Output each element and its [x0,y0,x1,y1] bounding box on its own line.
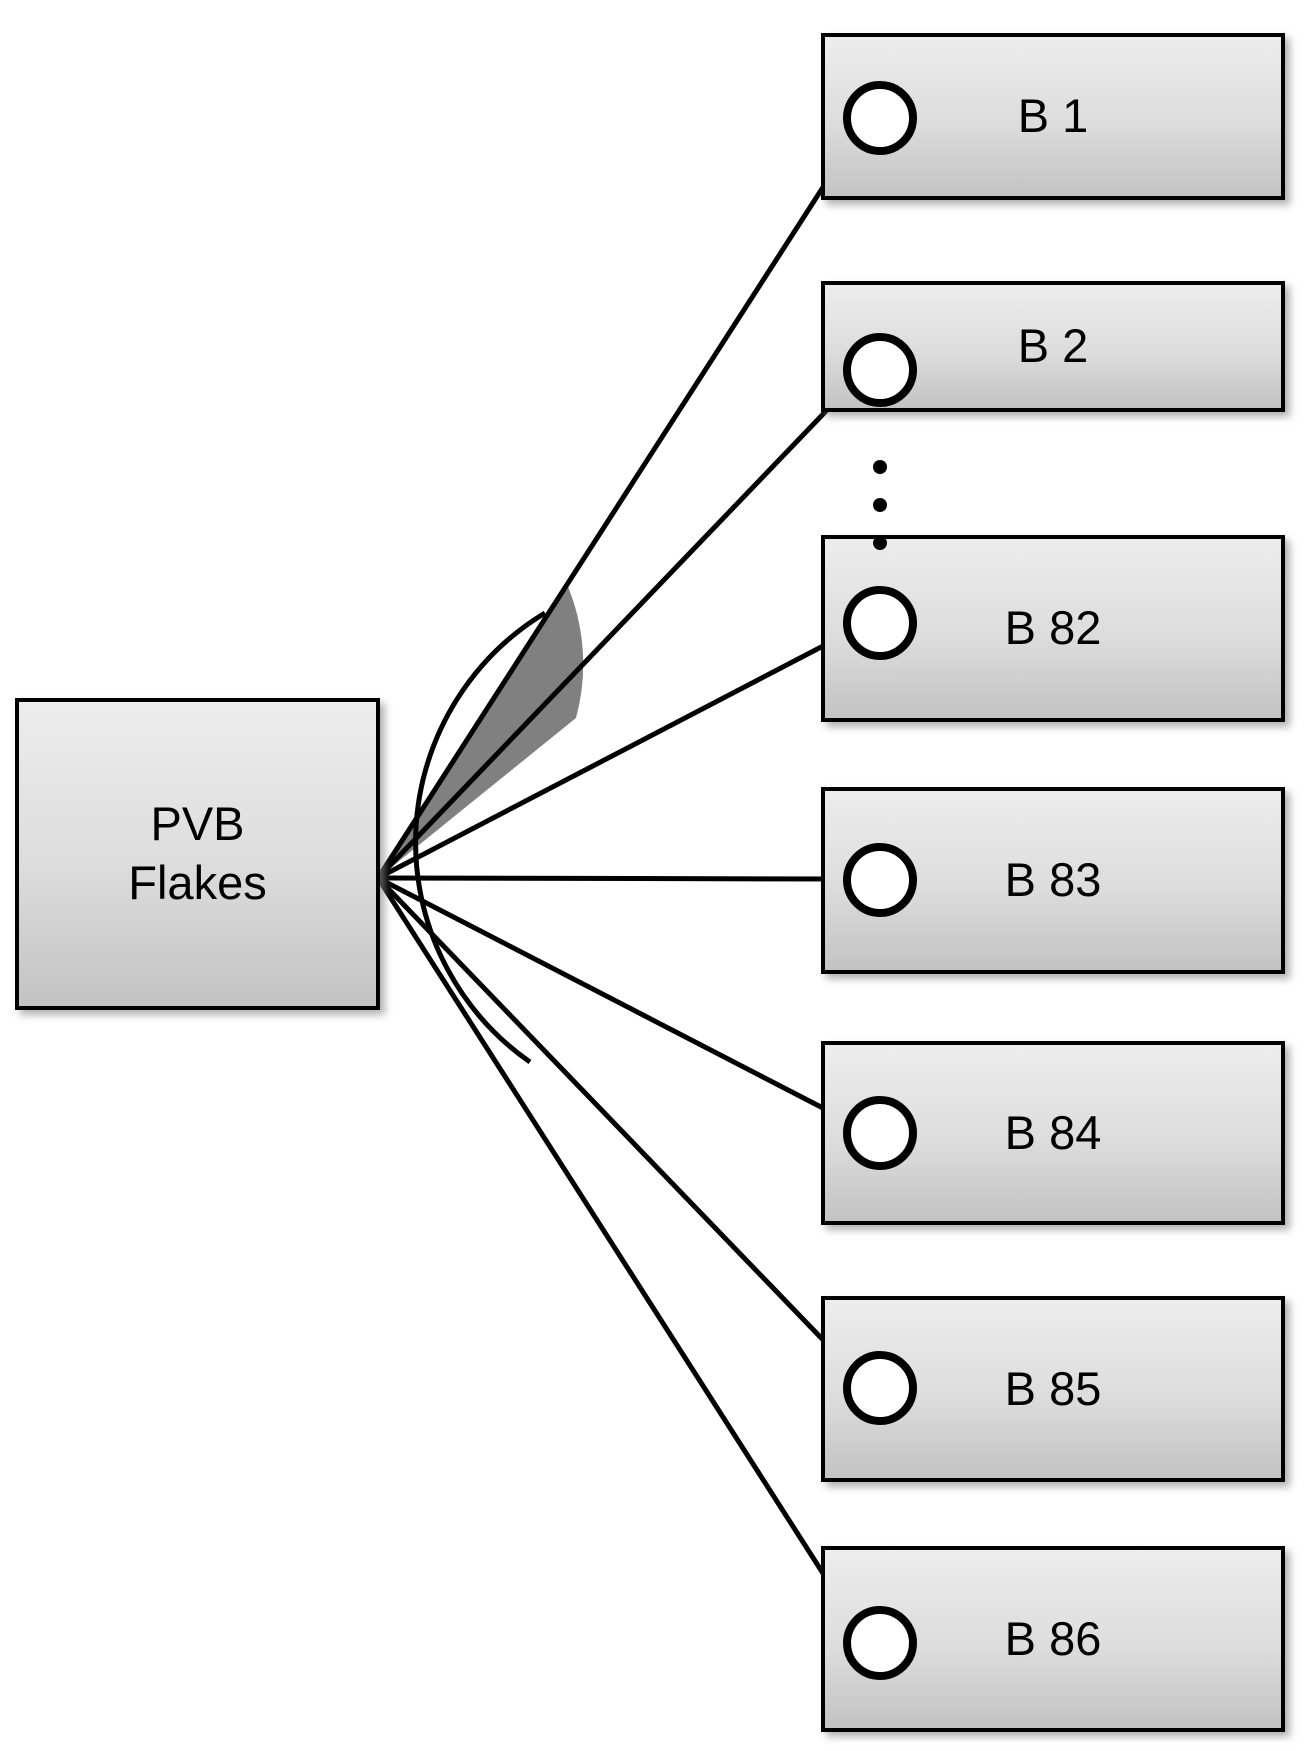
connector-circle-b84[interactable] [843,1096,917,1170]
branch-line-b2 [376,382,854,880]
connector-circle-b85[interactable] [843,1351,917,1425]
branch-line-b84 [376,875,852,1125]
vertical-ellipsis-icon [873,460,887,550]
branch-line-b85 [376,876,856,1374]
connector-circle-b83[interactable] [843,843,917,917]
connector-circles[interactable] [843,81,917,1680]
branch-line-b82 [376,630,850,881]
branch-lines [375,134,861,1630]
angle-sector [378,582,584,878]
branch-line-b1 [375,134,859,880]
connector-circle-b86[interactable] [843,1606,917,1680]
branch-line-b83 [377,875,848,882]
connector-circle-b82[interactable] [843,586,917,660]
angle-arc [413,610,547,1065]
connector-circle-b2[interactable] [843,333,917,407]
connector-circle-b1[interactable] [843,81,917,155]
branch-line-b86 [375,876,861,1630]
source-node-box[interactable] [15,698,380,1010]
